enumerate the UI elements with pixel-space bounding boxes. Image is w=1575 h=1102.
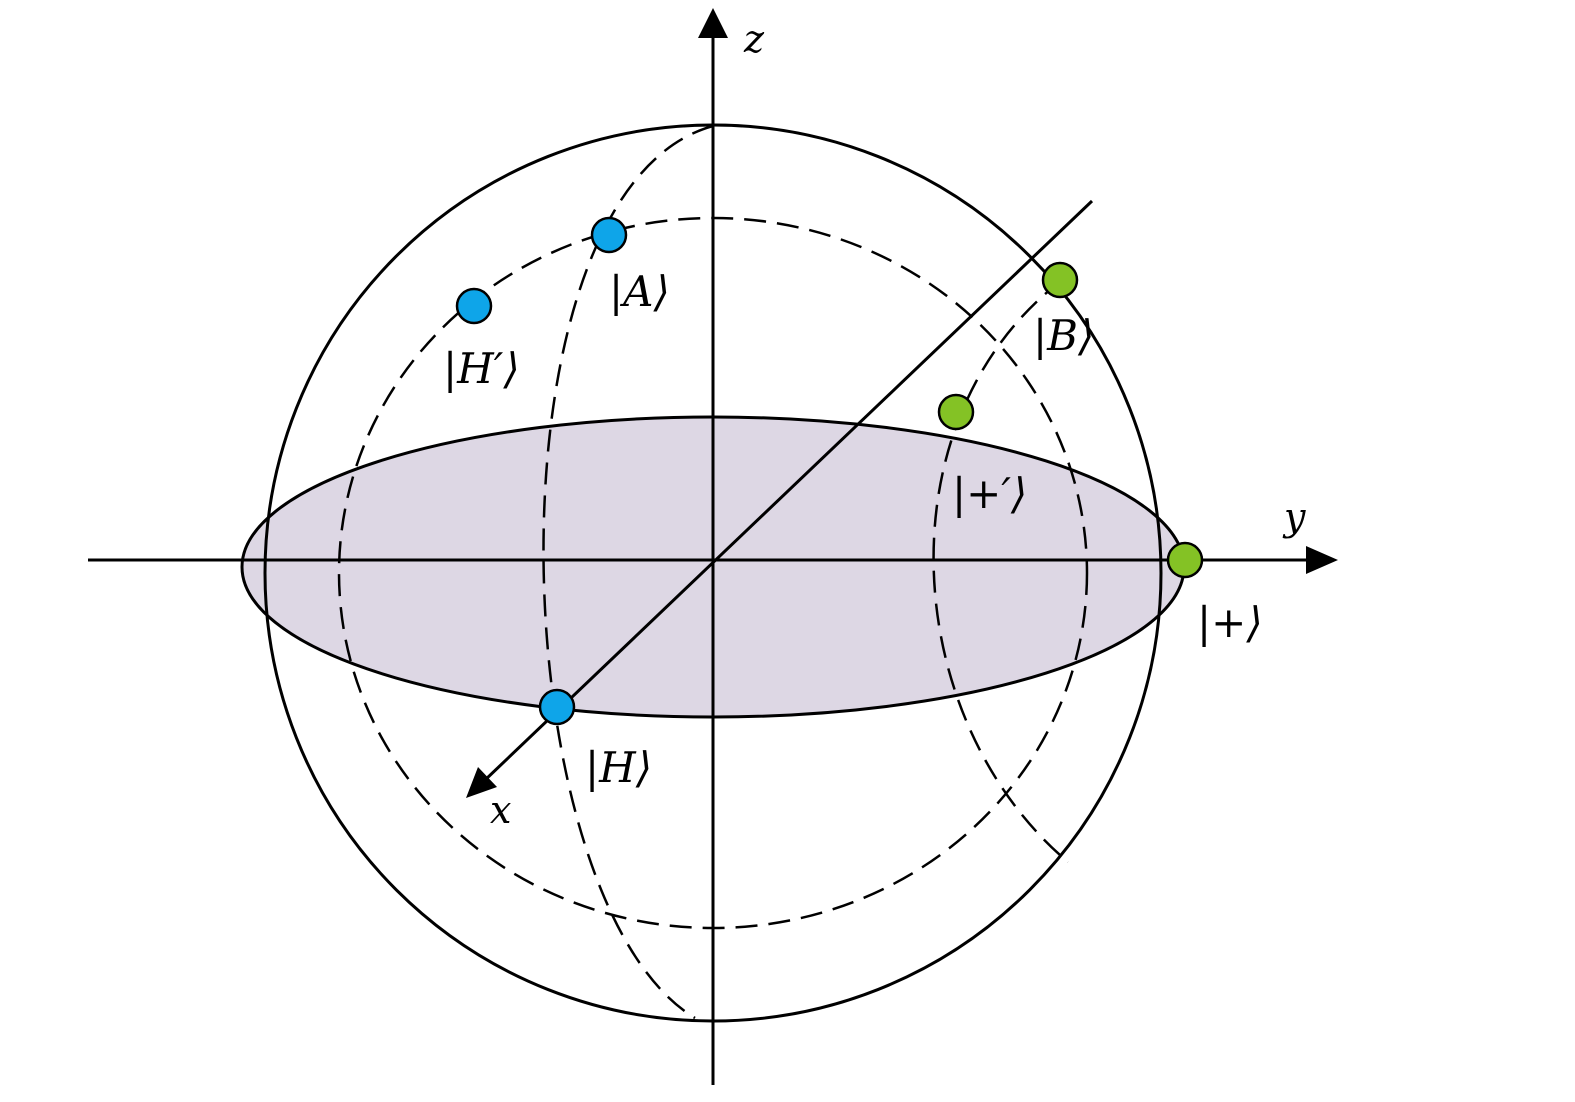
point-plus-prime bbox=[937, 393, 975, 431]
y-axis-arrowhead bbox=[1306, 546, 1338, 574]
z-axis-arrowhead bbox=[698, 8, 728, 38]
meridian-right-dashed bbox=[932, 279, 1069, 863]
z-axis-label: z bbox=[743, 17, 765, 61]
point-plus bbox=[1166, 541, 1204, 579]
label-plus: |+⟩ bbox=[1197, 598, 1263, 647]
label-a: |A⟩ bbox=[609, 267, 670, 316]
y-axis-label: y bbox=[1282, 495, 1306, 539]
label-plus-prime: |+′⟩ bbox=[952, 469, 1027, 518]
label-b: |B⟩ bbox=[1033, 311, 1094, 360]
label-h-prime: |H′⟩ bbox=[443, 344, 520, 393]
x-axis bbox=[482, 199, 1094, 783]
point-b bbox=[1041, 261, 1079, 299]
x-axis-label: x bbox=[490, 788, 511, 832]
point-a bbox=[590, 216, 628, 254]
point-h-prime bbox=[455, 287, 493, 325]
label-h: |H⟩ bbox=[585, 743, 652, 792]
meridian-dashed bbox=[542, 124, 714, 1020]
point-h bbox=[538, 688, 576, 726]
x-axis-arrowhead bbox=[466, 767, 497, 798]
